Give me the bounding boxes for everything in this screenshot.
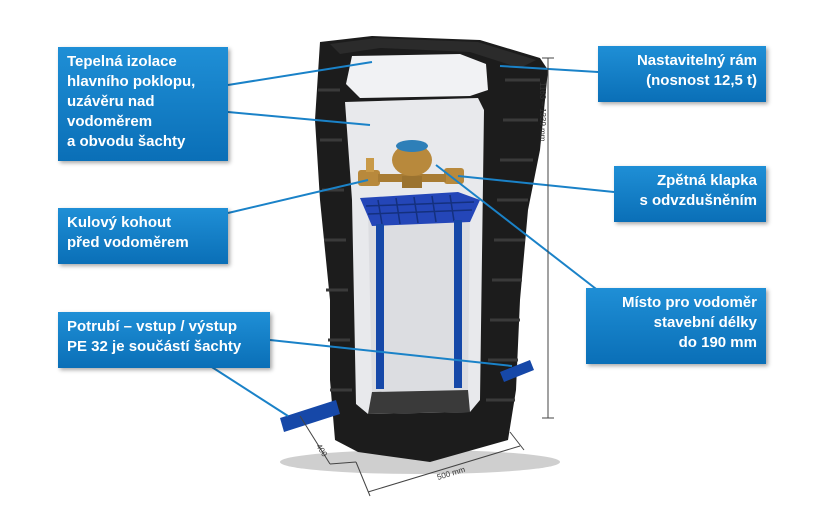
water-meter-body: [392, 144, 432, 176]
leader-pipe-inner: [269, 339, 513, 367]
leader-lines: [203, 61, 615, 417]
callout-frame-line-1: Nastavitelný rám: [636, 52, 757, 69]
grid-lines: [365, 194, 475, 225]
callout-check-valve-line-1: Zpětná klapka: [656, 172, 757, 189]
callout-pipe-line-1: Potrubí – vstup / výstup: [67, 318, 238, 335]
pipe-outlet: [500, 360, 534, 382]
pipe-inlet: [280, 400, 340, 432]
callout-insulation-line-4: vodoměrem: [67, 113, 153, 130]
inner-chamber: [368, 208, 470, 392]
ground-shadow: [280, 450, 560, 474]
leader-meter-place: [435, 164, 601, 293]
callout-meter-place-line-2: stavební délky: [653, 314, 757, 331]
callout-insulation: Tepelná izolace hlavního poklopu, uzávěr…: [58, 47, 228, 161]
callout-pipe-line-2: PE 32 je součástí šachty: [67, 338, 242, 355]
dim-width-line: [367, 445, 521, 493]
callout-ball-valve-line-1: Kulový kohout: [67, 214, 172, 231]
callout-insulation-line-5: a obvodu šachty: [67, 133, 186, 150]
callout-meter-place-line-3: do 190 mm: [678, 334, 757, 351]
leader-ball-valve: [227, 179, 369, 214]
check-valve: [444, 168, 464, 184]
dimensions: [299, 57, 554, 497]
shaft-bottom: [368, 390, 470, 414]
callout-meter-place-line-1: Místo pro vodoměr: [621, 294, 757, 311]
dim-width-ext-left: [355, 461, 371, 497]
callout-check-valve: Zpětná klapka s odvzdušněním: [614, 166, 766, 222]
callout-insulation-line-1: Tepelná izolace: [67, 53, 177, 70]
adjustable-frame: [330, 38, 536, 68]
dim-depth-line: [299, 415, 331, 465]
inner-pipe-left: [376, 224, 384, 389]
inner-pipe-right: [454, 220, 462, 388]
dim-depth-ext: [329, 461, 357, 465]
top-insulation: [346, 54, 488, 98]
water-meter-dial: [396, 140, 428, 152]
callout-insulation-line-2: hlavního poklopu,: [67, 73, 196, 90]
callout-pipe: Potrubí – vstup / výstup PE 32 je součás…: [58, 312, 270, 368]
shaft-ribs-left: [318, 88, 352, 392]
callout-frame: Nastavitelný rám (nosnost 12,5 t): [598, 46, 766, 102]
callout-meter-place: Místo pro vodoměr stavební délky do 190 …: [586, 288, 766, 364]
callout-ball-valve: Kulový kohout před vodoměrem: [58, 208, 228, 264]
leader-insulation-side: [227, 111, 371, 126]
meter-shaft: [280, 36, 560, 474]
dim-height-label: 1163 – 1339 mm: [538, 82, 547, 142]
ball-valve: [358, 170, 380, 186]
callout-insulation-line-3: uzávěru nad: [67, 93, 155, 110]
shaft-ribs: [486, 78, 540, 402]
leader-insulation-top: [227, 61, 373, 86]
leader-frame: [499, 65, 599, 73]
water-meter-neck: [402, 176, 422, 188]
dim-width-ext-right: [509, 431, 525, 451]
leader-pipe-outer: [203, 361, 289, 417]
callout-ball-valve-line-2: před vodoměrem: [67, 234, 189, 251]
meter-support-grid: [360, 192, 480, 226]
callout-check-valve-line-2: s odvzdušněním: [639, 192, 757, 209]
valve-handle: [366, 158, 374, 172]
leader-check-valve: [457, 175, 615, 193]
callout-frame-line-2: (nosnost 12,5 t): [646, 72, 757, 89]
